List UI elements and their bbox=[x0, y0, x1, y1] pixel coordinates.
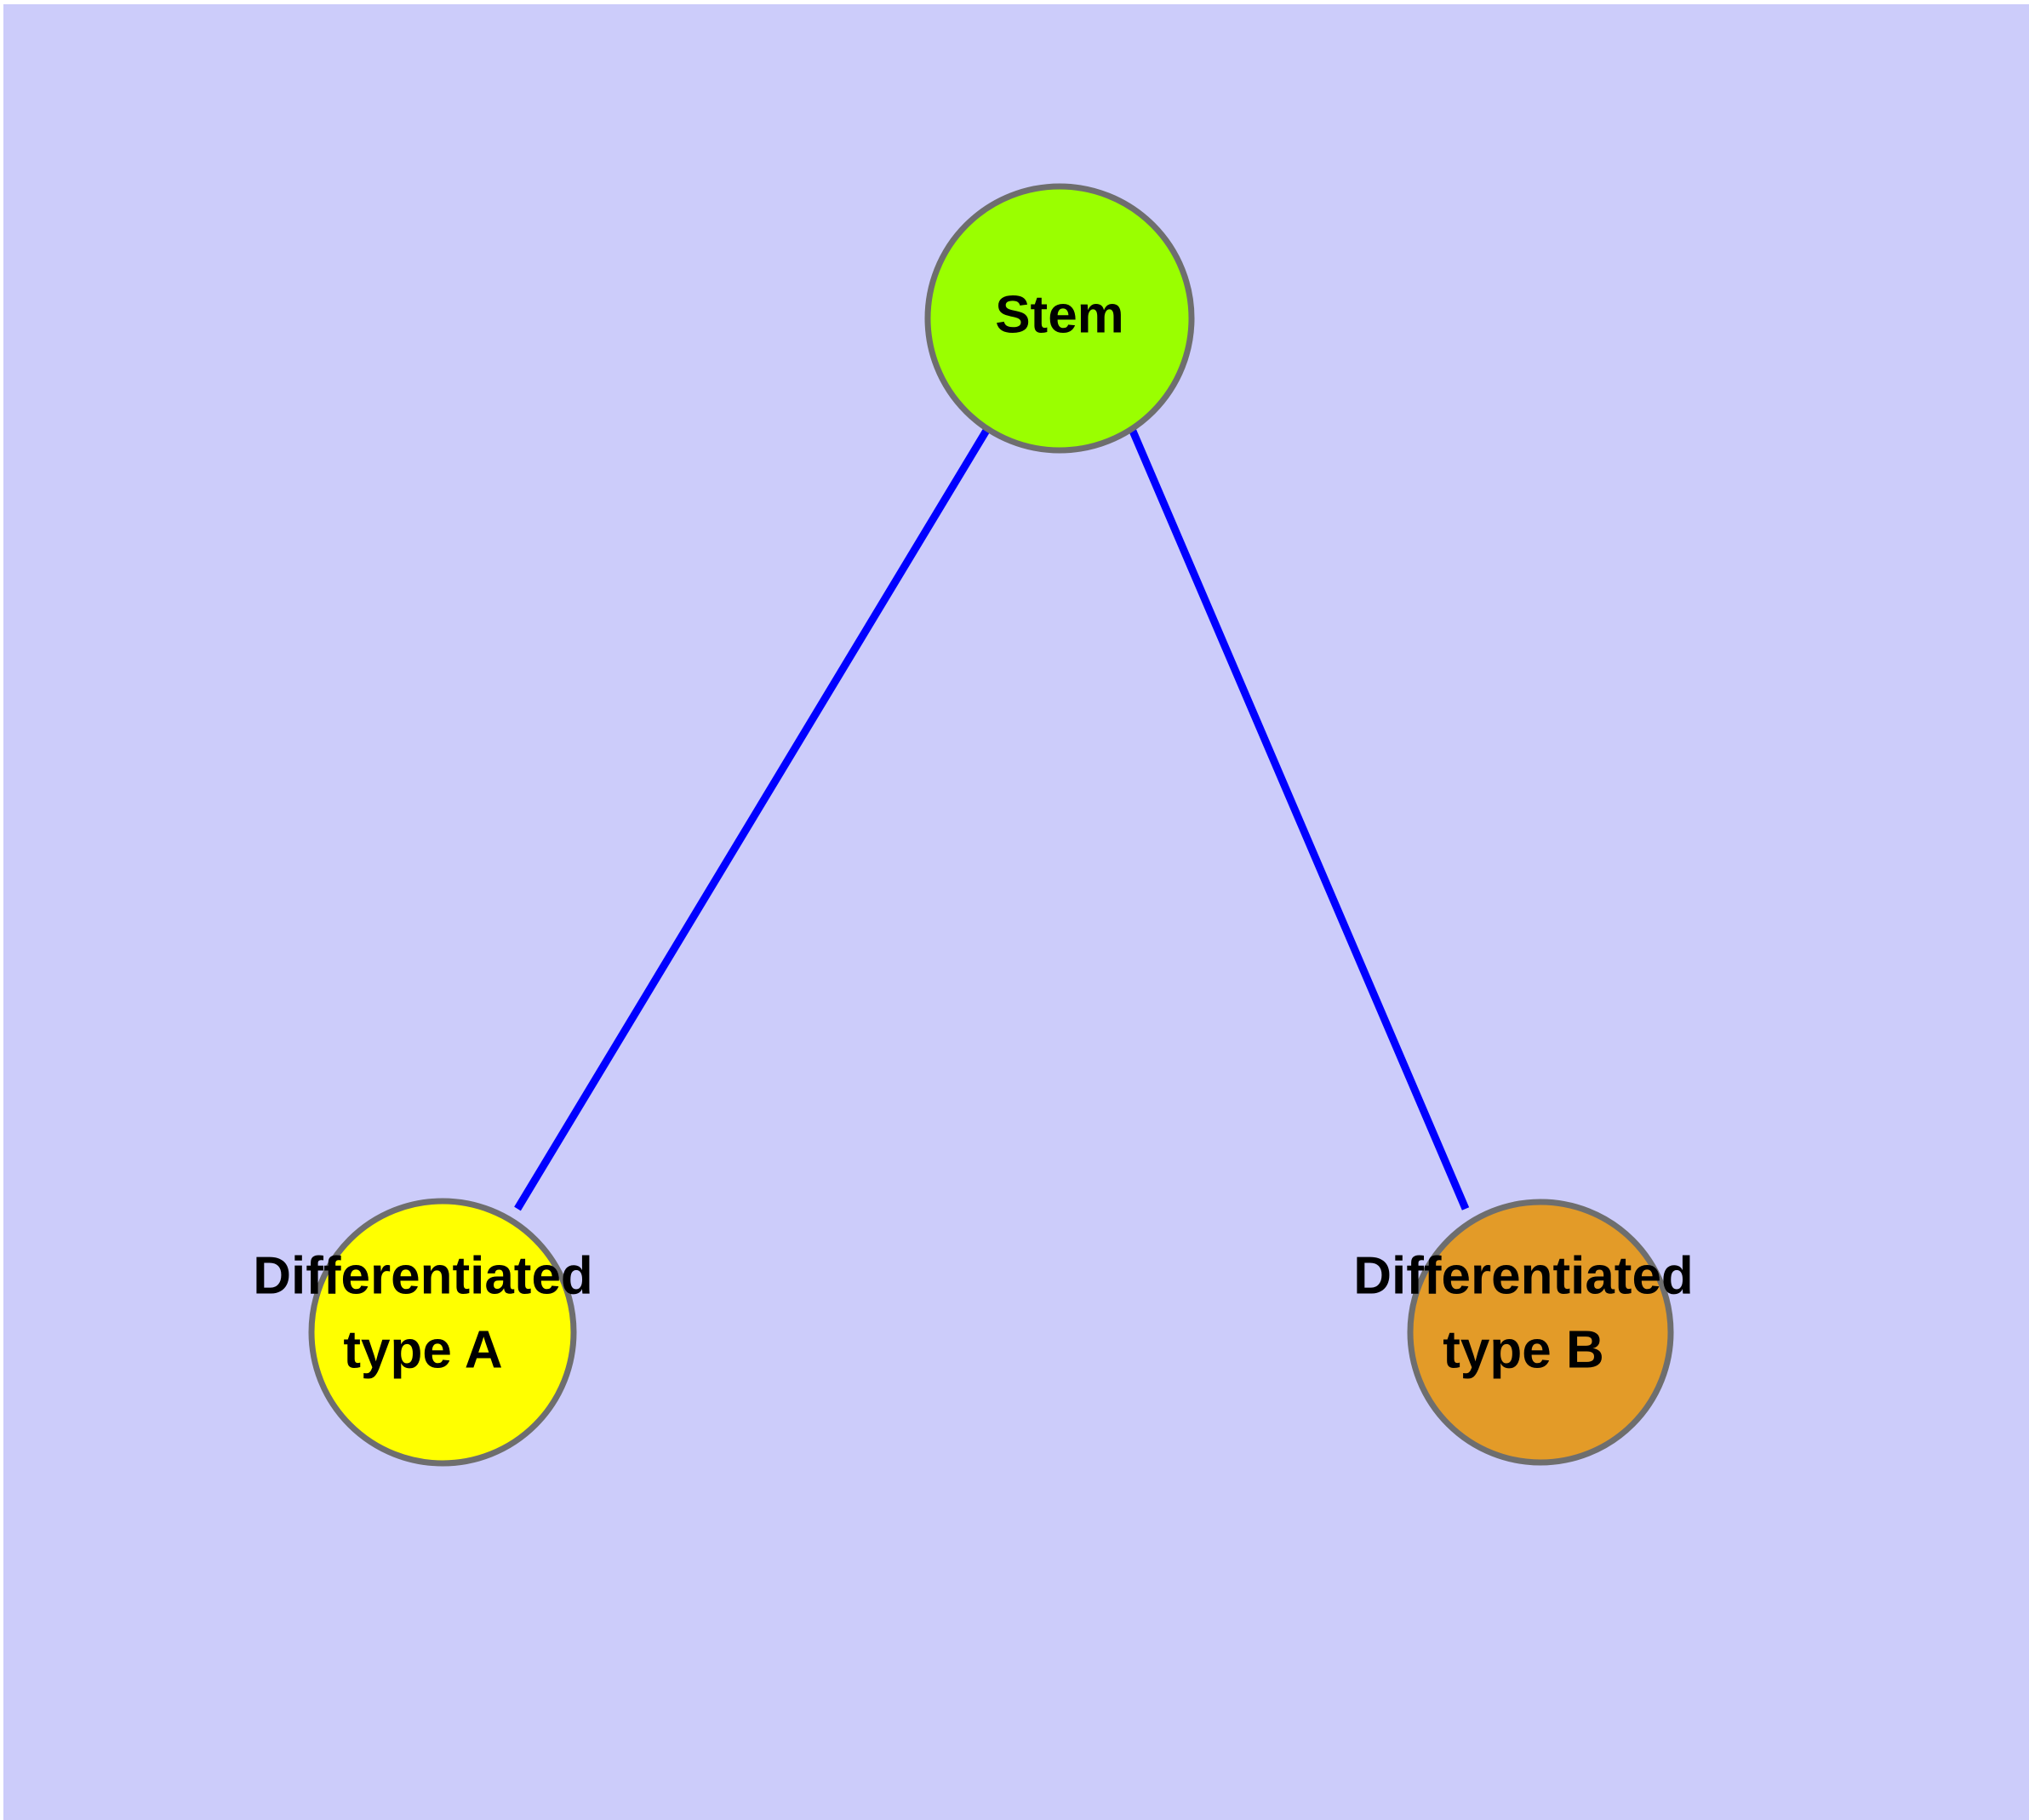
edge-stem-to-differentiated-type-a[interactable] bbox=[514, 426, 991, 1211]
node-stem-label: Stem bbox=[995, 285, 1124, 344]
node-differentiated-type-b-label-line1: Differentiated bbox=[1353, 1246, 1694, 1305]
label-layer: Stem Differentiated type A Differentiate… bbox=[253, 285, 1694, 1379]
node-differentiated-type-b-label-line2: type B bbox=[1443, 1320, 1603, 1379]
node-differentiated-type-b[interactable] bbox=[1407, 1199, 1674, 1466]
node-stem[interactable] bbox=[924, 183, 1195, 454]
node-differentiated-type-a-circle[interactable] bbox=[308, 1198, 577, 1467]
node-differentiated-type-a[interactable] bbox=[308, 1198, 577, 1467]
node-stem-circle[interactable] bbox=[924, 183, 1195, 454]
edge-layer bbox=[514, 426, 1470, 1211]
edge-stem-to-differentiated-type-b[interactable] bbox=[1128, 427, 1470, 1210]
node-differentiated-type-b-circle[interactable] bbox=[1407, 1199, 1674, 1466]
node-layer bbox=[308, 183, 1674, 1467]
node-differentiated-type-a-label-line1: Differentiated bbox=[253, 1246, 593, 1305]
node-differentiated-type-a-label-line2: type A bbox=[343, 1320, 502, 1379]
